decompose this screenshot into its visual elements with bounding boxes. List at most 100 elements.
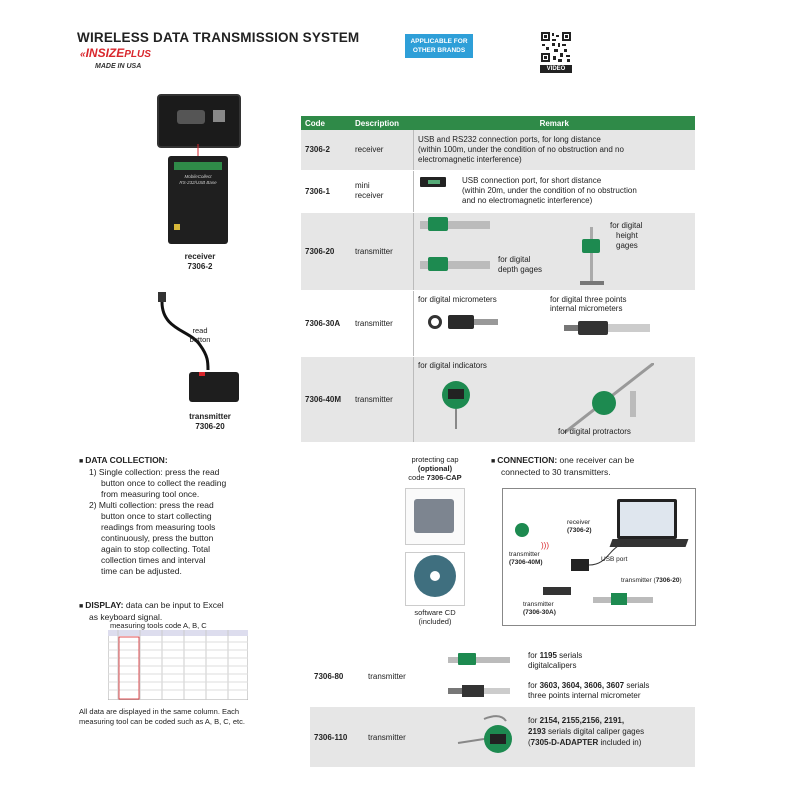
receiver-device-photo: MobileCollect RS-232/USB Base bbox=[168, 156, 228, 244]
protractor-label: for digital protractors bbox=[558, 426, 631, 436]
laptop-icon bbox=[617, 499, 677, 539]
usb-port-icon bbox=[213, 110, 225, 122]
depth-gage-icon bbox=[420, 256, 490, 271]
video-label: VIDEO bbox=[540, 65, 572, 73]
table-row: 7306-2 receiver USB and RS232 connection… bbox=[301, 130, 695, 171]
three-point-micrometer-icon bbox=[448, 685, 510, 697]
mini-receiver-icon bbox=[420, 176, 446, 187]
cap-caption: protecting cap (optional) code 7306-CAP bbox=[408, 455, 462, 482]
table-row: 7306-40M transmitter for digital indicat… bbox=[301, 356, 695, 443]
caliper-serials-text: for 1195 serials digitalcalipers bbox=[528, 651, 583, 670]
usb-port-label: USB port bbox=[601, 556, 628, 563]
row-code: 7306-2 bbox=[301, 130, 351, 171]
row-remark: USB and RS232 connection ports, for long… bbox=[413, 130, 695, 171]
diagram-tx30-label: transmitter(7306-30A) bbox=[523, 601, 556, 616]
caliper-gage-icon bbox=[457, 715, 512, 753]
brand-plus: PLUS bbox=[124, 49, 151, 60]
row-code: 7306-20 bbox=[301, 212, 351, 291]
header-code: Code bbox=[301, 116, 351, 130]
display-note: All data are displayed in the same colum… bbox=[79, 707, 245, 726]
read-button-label-1: read bbox=[192, 326, 208, 335]
row-code: 7306-1 bbox=[301, 170, 351, 213]
wireless-signal-icon: ))) bbox=[541, 541, 549, 550]
row-remark: for digital micrometers for digital thre… bbox=[413, 290, 695, 357]
rs232-port-icon bbox=[177, 110, 205, 124]
receiver-label: receiver bbox=[184, 252, 216, 261]
bottom-table: 7306-80 transmitter for 1195 serials dig… bbox=[310, 645, 695, 767]
row-description: transmitter bbox=[364, 645, 432, 707]
row-description: receiver bbox=[351, 130, 414, 171]
transmitter-code: 7306-20 bbox=[195, 422, 225, 431]
transmitter-device-photo bbox=[189, 372, 239, 402]
diagram-receiver-label: receiver(7306-2) bbox=[567, 519, 592, 534]
connection-section: ■ CONNECTION: one receiver can be connec… bbox=[491, 455, 635, 477]
data-collection-heading: DATA COLLECTION: bbox=[85, 455, 168, 465]
height-gage-icon bbox=[580, 226, 604, 285]
display-section: ■ DISPLAY: data can be input to Excel as… bbox=[79, 600, 224, 622]
excel-sheet-thumbnail bbox=[108, 630, 248, 700]
row-description: transmitter bbox=[351, 212, 414, 291]
transmitter-cable bbox=[158, 292, 210, 371]
receiver-ports-photo bbox=[157, 94, 241, 148]
applicable-badge: APPLICABLE FOR OTHER BRANDS bbox=[405, 34, 473, 58]
table-header-row: Code Description Remark bbox=[301, 116, 695, 130]
badge-line-2: OTHER BRANDS bbox=[412, 47, 466, 54]
row-description: transmitter bbox=[364, 707, 432, 767]
read-button-label-2: button bbox=[189, 335, 211, 344]
connection-heading: CONNECTION: bbox=[497, 455, 558, 465]
spec-table: Code Description Remark 7306-2 receiver … bbox=[301, 116, 695, 443]
receiver-code: 7306-2 bbox=[187, 262, 213, 271]
header-description: Description bbox=[351, 116, 414, 130]
caliper-icon bbox=[448, 653, 510, 665]
diagram-tx20-label: transmitter (7306-20) bbox=[621, 577, 682, 584]
caliper-icon bbox=[593, 593, 653, 605]
micrometer-label: for digital micrometers bbox=[418, 294, 497, 304]
three-point-micrometer-icon bbox=[564, 320, 650, 335]
diagram-tx40-label: transmitter(7306-40M) bbox=[509, 551, 543, 566]
row-remark: for 1195 serials digitalcalipers for 360… bbox=[432, 645, 695, 707]
qr-code-icon[interactable] bbox=[540, 31, 572, 63]
table-row: 7306-30A transmitter for digital microme… bbox=[301, 290, 695, 357]
brand-logo: «INSIZEPLUS bbox=[80, 46, 151, 60]
page-title: WIRELESS DATA TRANSMISSION SYSTEM bbox=[77, 30, 360, 45]
row-remark: USB connection port, for short distance … bbox=[413, 170, 695, 213]
cd-caption: software CD (included) bbox=[414, 608, 456, 626]
connector-line bbox=[197, 144, 199, 156]
row-code: 7306-110 bbox=[310, 707, 364, 767]
receiver-icon bbox=[571, 559, 589, 571]
row-code: 7306-40M bbox=[301, 356, 351, 443]
dial-indicator-icon bbox=[442, 380, 470, 429]
protractor-icon bbox=[564, 362, 654, 433]
receiver-device-text-1: MobileCollect bbox=[184, 174, 212, 179]
row-code: 7306-80 bbox=[310, 645, 364, 707]
row-remark: for 2154, 2155,2156, 2191, 2193 serials … bbox=[432, 707, 695, 767]
table-row: 7306-80 transmitter for 1195 serials dig… bbox=[310, 645, 695, 707]
connection-diagram: receiver(7306-2) USB port transmitter(73… bbox=[502, 488, 696, 626]
micrometer-icon bbox=[543, 587, 571, 595]
table-row: 7306-110 transmitter for 2154, 2155,2156… bbox=[310, 707, 695, 767]
micrometer-icon bbox=[428, 314, 498, 329]
indicator-icon bbox=[515, 523, 529, 537]
row-description: transmitter bbox=[351, 290, 414, 357]
receiver-device-text-2: RS-232/USB Base bbox=[179, 180, 217, 185]
caliper-gage-serials-text: for 2154, 2155,2156, 2191, 2193 serials … bbox=[528, 716, 645, 747]
micrometer-serials-text: for 3603, 3604, 3606, 3607 serials three… bbox=[528, 681, 650, 700]
row-description: mini receiver bbox=[351, 170, 414, 213]
software-cd-photo bbox=[405, 552, 465, 606]
status-light-icon bbox=[174, 224, 180, 230]
read-button-icon[interactable] bbox=[199, 372, 205, 376]
transmitter-label: transmitter bbox=[189, 412, 231, 421]
row-remark: for digital indicators for digital protr… bbox=[413, 356, 695, 443]
badge-line-1: APPLICABLE FOR bbox=[410, 38, 468, 45]
protecting-cap-photo bbox=[405, 488, 465, 545]
indicator-label: for digital indicators bbox=[418, 360, 487, 370]
sheet-label: measuring tools code A, B, C bbox=[110, 621, 207, 630]
row-code: 7306-30A bbox=[301, 290, 351, 357]
table-row: 7306-1 mini receiver USB connection port… bbox=[301, 170, 695, 213]
data-collection-section: ■ DATA COLLECTION: 1) Single collection:… bbox=[79, 455, 227, 576]
